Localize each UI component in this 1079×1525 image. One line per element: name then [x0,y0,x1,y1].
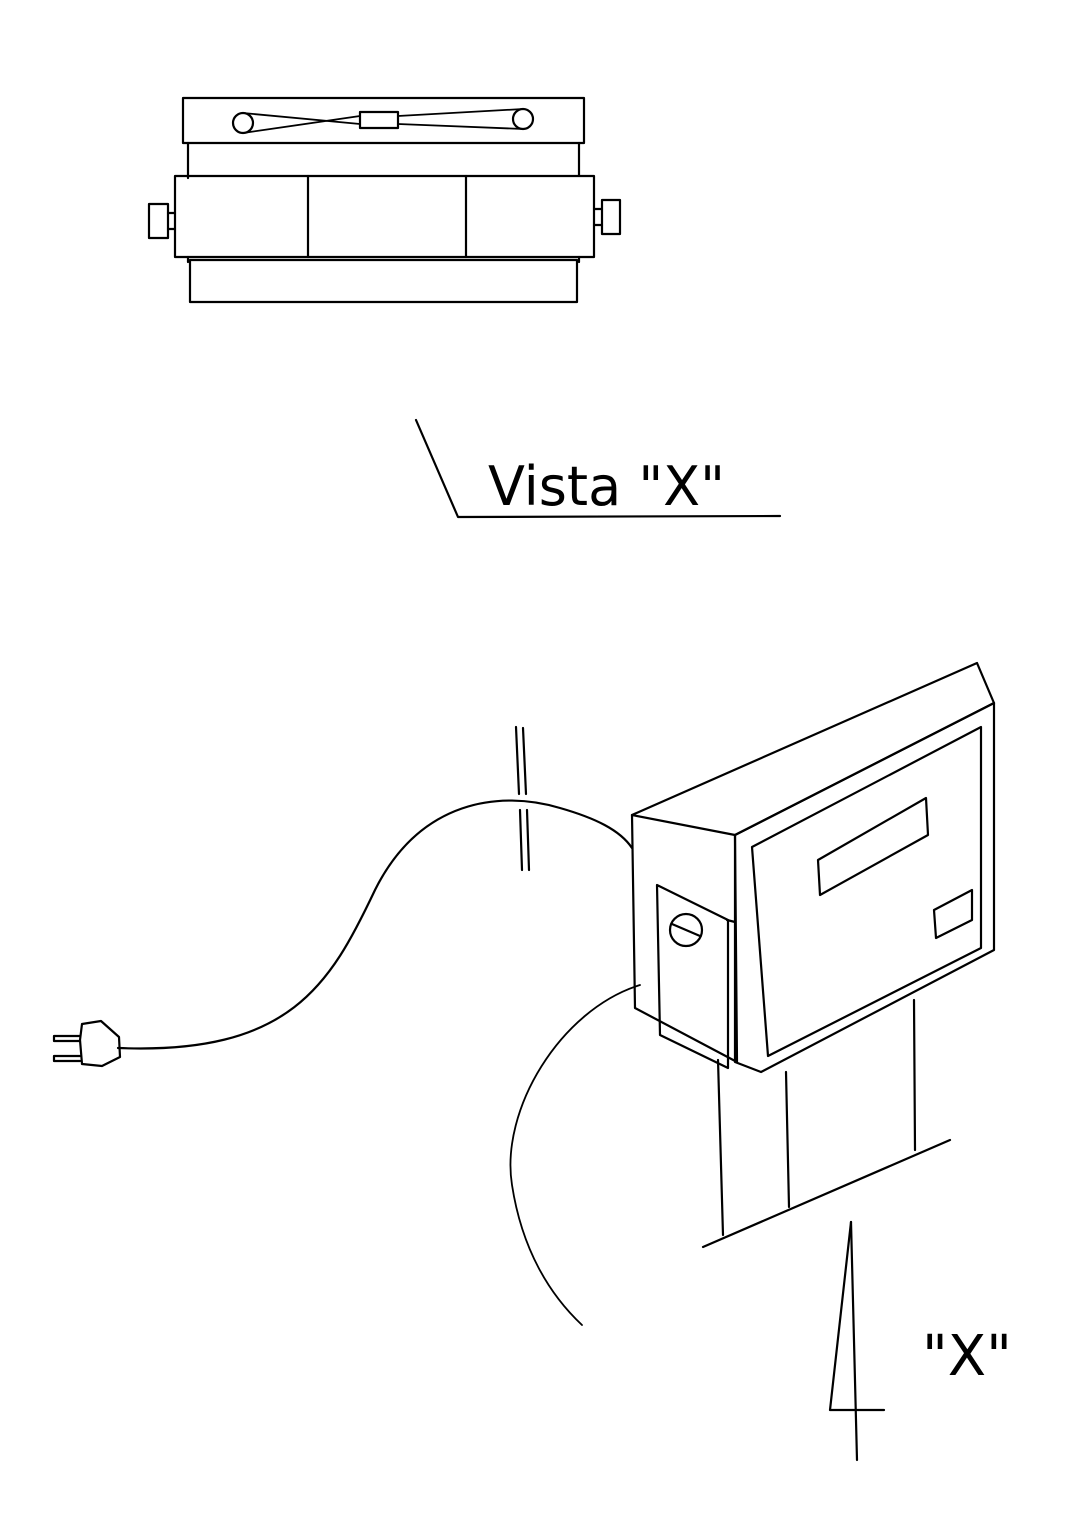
display-window [816,796,930,897]
belt-mechanism [231,107,535,135]
keypad [932,888,974,940]
top-view [147,96,622,304]
power-plug [52,1019,122,1068]
stand [701,998,952,1249]
control-box [630,661,996,1074]
right-knob [592,198,622,236]
arrow-label: "X" [922,1324,1012,1389]
power-cable [116,725,634,1050]
left-knob [147,202,177,240]
view-label-group: Vista "X" [414,418,782,519]
view-label: Vista "X" [488,455,725,518]
swing-arc [509,984,641,1326]
view-arrow: "X" [828,1220,1012,1462]
